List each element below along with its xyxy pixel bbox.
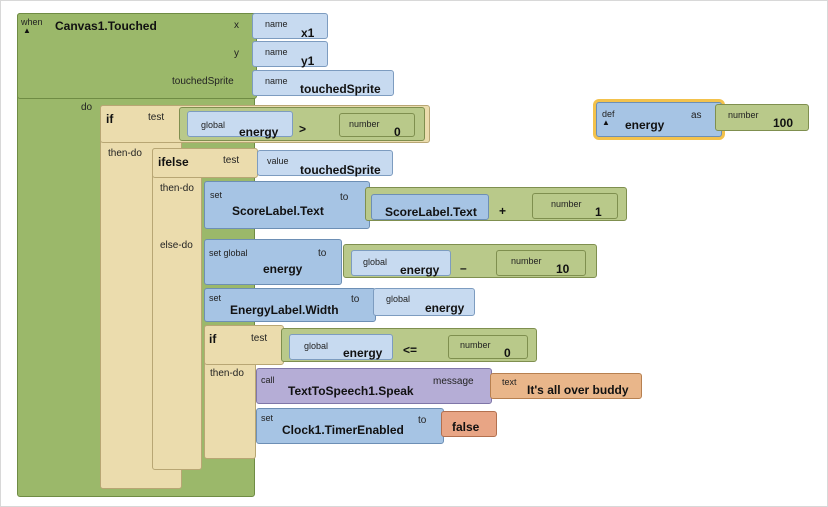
global-energy-getter-2[interactable] <box>351 250 451 276</box>
def-kw: def <box>602 109 615 119</box>
event-header <box>17 13 257 99</box>
call-speak-block[interactable] <box>256 368 492 404</box>
param-label-touchedsprite: touchedSprite <box>172 76 234 87</box>
if2-then-label: then-do <box>210 368 244 379</box>
set-timer-value: false <box>452 420 480 434</box>
if1-keyword: if <box>106 112 114 126</box>
def-as: as <box>691 110 702 121</box>
param-kw-touchedsprite: name <box>265 76 288 86</box>
global-energy-getter-3[interactable] <box>373 288 475 316</box>
set-energy-lhs: energy <box>400 263 440 277</box>
param-value-y: y1 <box>301 54 315 68</box>
when-label: when <box>21 17 43 27</box>
if2-num: 0 <box>504 346 511 360</box>
if2-cond-kw: global <box>304 341 329 351</box>
if2-cond-var: energy <box>343 346 383 360</box>
number-block-1[interactable] <box>532 193 618 219</box>
if1-num: 0 <box>394 125 401 139</box>
call-text-kw: text <box>502 377 517 387</box>
param-kw-y: name <box>265 47 288 57</box>
set-energy-op: – <box>460 261 467 275</box>
if1-num-kw: number <box>349 119 380 129</box>
set-energy-kw: set global <box>209 248 248 258</box>
def-num: 100 <box>773 116 794 130</box>
if2-keyword: if <box>209 332 217 346</box>
set-scorelabel-text-block[interactable] <box>204 181 370 229</box>
number-block-0a[interactable] <box>339 113 415 137</box>
ifelse-else-label: else-do <box>160 240 193 251</box>
param-value-x: x1 <box>301 26 315 40</box>
set-width-kw: set <box>209 293 222 303</box>
call-text: It's all over buddy <box>527 383 629 397</box>
param-label-y: y <box>234 48 239 59</box>
call-arg-label: message <box>433 376 474 387</box>
ifelse-test-value: touchedSprite <box>300 163 381 177</box>
param-value-touchedsprite: touchedSprite <box>300 82 381 96</box>
set-width-target: EnergyLabel.Width <box>230 303 339 317</box>
set-score-num-kw: number <box>551 199 582 209</box>
text-string-block[interactable] <box>490 373 642 399</box>
set-score-kw: set <box>210 190 223 200</box>
param-label-x: x <box>234 20 239 31</box>
set-width-val-kw: global <box>386 294 411 304</box>
global-energy-getter-1[interactable] <box>187 111 293 137</box>
def-global-energy-block[interactable] <box>596 102 722 137</box>
set-timerenabled-block[interactable] <box>256 408 444 444</box>
number-block-10[interactable] <box>496 250 586 276</box>
if1-then-label: then-do <box>108 148 142 159</box>
set-timer-target: Clock1.TimerEnabled <box>282 423 404 437</box>
set-energy-target: energy <box>263 262 303 276</box>
set-score-target: ScoreLabel.Text <box>232 204 324 218</box>
set-score-to: to <box>340 192 349 203</box>
if2-test-label: test <box>251 333 268 344</box>
if2-num-kw: number <box>460 340 491 350</box>
param-block-touchedsprite[interactable] <box>252 70 394 96</box>
collapse-triangle-icon[interactable]: ▲ <box>23 26 31 35</box>
def-num-kw: number <box>728 110 759 120</box>
if2-cond-op: <= <box>403 343 418 357</box>
if1-cond-kw: global <box>201 120 226 130</box>
touchedsprite-value-block[interactable] <box>257 150 393 176</box>
scorelabel-text-getter[interactable] <box>371 194 489 220</box>
event-name: Canvas1.Touched <box>55 19 157 33</box>
ifelse-keyword: ifelse <box>158 155 189 169</box>
number-block-100[interactable] <box>715 104 809 131</box>
set-energy-to: to <box>318 248 327 259</box>
if1-test-label: test <box>148 112 165 123</box>
false-block[interactable] <box>441 411 497 437</box>
if-block-inner-header <box>204 325 284 365</box>
set-score-op: + <box>499 204 507 218</box>
param-block-y[interactable] <box>252 41 328 67</box>
param-kw-x: name <box>265 19 288 29</box>
ifelse-test-kw: value <box>267 156 289 166</box>
set-global-energy-block[interactable] <box>204 239 342 285</box>
ifelse-then-label: then-do <box>160 183 194 194</box>
def-name: energy <box>625 118 665 132</box>
set-energylabel-width-block[interactable] <box>204 288 376 322</box>
set-energy-lhs-kw: global <box>363 257 388 267</box>
call-kw: call <box>261 375 275 385</box>
set-score-lhs: ScoreLabel.Text <box>385 205 477 219</box>
ifelse-block[interactable] <box>152 148 202 470</box>
collapse-triangle-icon[interactable]: ▲ <box>602 118 610 127</box>
set-timer-to: to <box>418 415 427 426</box>
set-width-to: to <box>351 294 360 305</box>
set-width-val: energy <box>425 301 465 315</box>
ifelse-header <box>152 148 258 178</box>
global-energy-getter-4[interactable] <box>289 334 393 360</box>
ifelse-test-label: test <box>223 155 240 166</box>
set-timer-kw: set <box>261 413 274 423</box>
call-target: TextToSpeech1.Speak <box>288 384 414 398</box>
if1-cond-op: > <box>299 122 307 136</box>
number-block-0b[interactable] <box>448 335 528 359</box>
param-block-x[interactable] <box>252 13 328 39</box>
set-score-num: 1 <box>595 205 602 219</box>
set-energy-num-kw: number <box>511 256 542 266</box>
do-label: do <box>81 102 93 113</box>
set-energy-num: 10 <box>556 262 570 276</box>
if1-cond-var: energy <box>239 125 279 139</box>
